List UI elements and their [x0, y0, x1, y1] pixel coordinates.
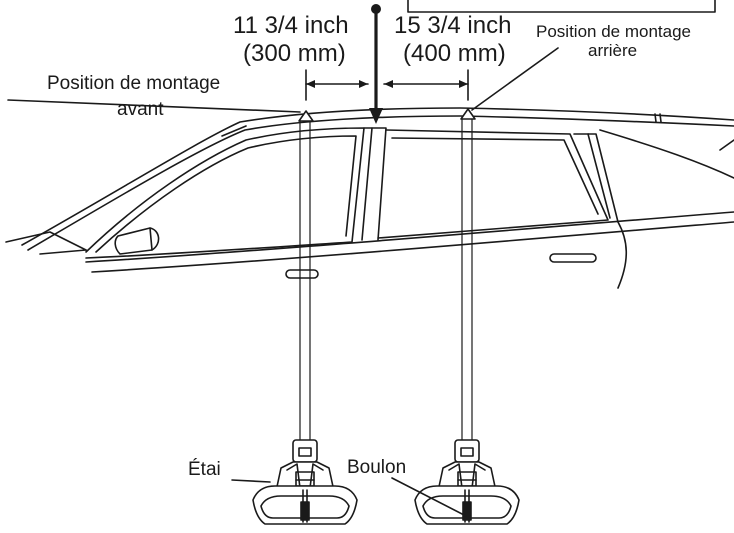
rear-position-leader	[471, 47, 559, 111]
front-measurement-imperial: 11 3/4 inch	[233, 12, 349, 39]
front-position-label-line1: Position de montage	[47, 73, 221, 94]
stay-label: Étai	[188, 459, 221, 480]
dimension-line-rear	[383, 69, 469, 101]
car-body	[5, 107, 734, 289]
rear-mount-marker	[460, 108, 476, 120]
rear-position-label-line2: arrière	[588, 41, 638, 60]
projection-line-front	[299, 120, 311, 441]
center-reference-marker	[369, 4, 383, 124]
rear-position-label-line1: Position de montage	[536, 22, 691, 41]
stay-leader	[231, 479, 271, 483]
front-foot-assembly	[252, 439, 358, 525]
bolt-leader	[391, 477, 467, 517]
bolt-label: Boulon	[347, 457, 407, 478]
reference-box	[407, 0, 716, 13]
front-mount-marker	[298, 110, 314, 122]
front-position-label-line2: avant	[117, 99, 164, 120]
rear-foot-assembly	[414, 439, 520, 525]
front-position-leader	[7, 99, 301, 113]
rear-measurement-imperial: 15 3/4 inch	[394, 12, 512, 39]
projection-line-rear	[461, 118, 473, 441]
dimension-line-front	[305, 69, 369, 101]
front-measurement-metric: (300 mm)	[243, 40, 346, 67]
rear-measurement-metric: (400 mm)	[403, 40, 506, 67]
